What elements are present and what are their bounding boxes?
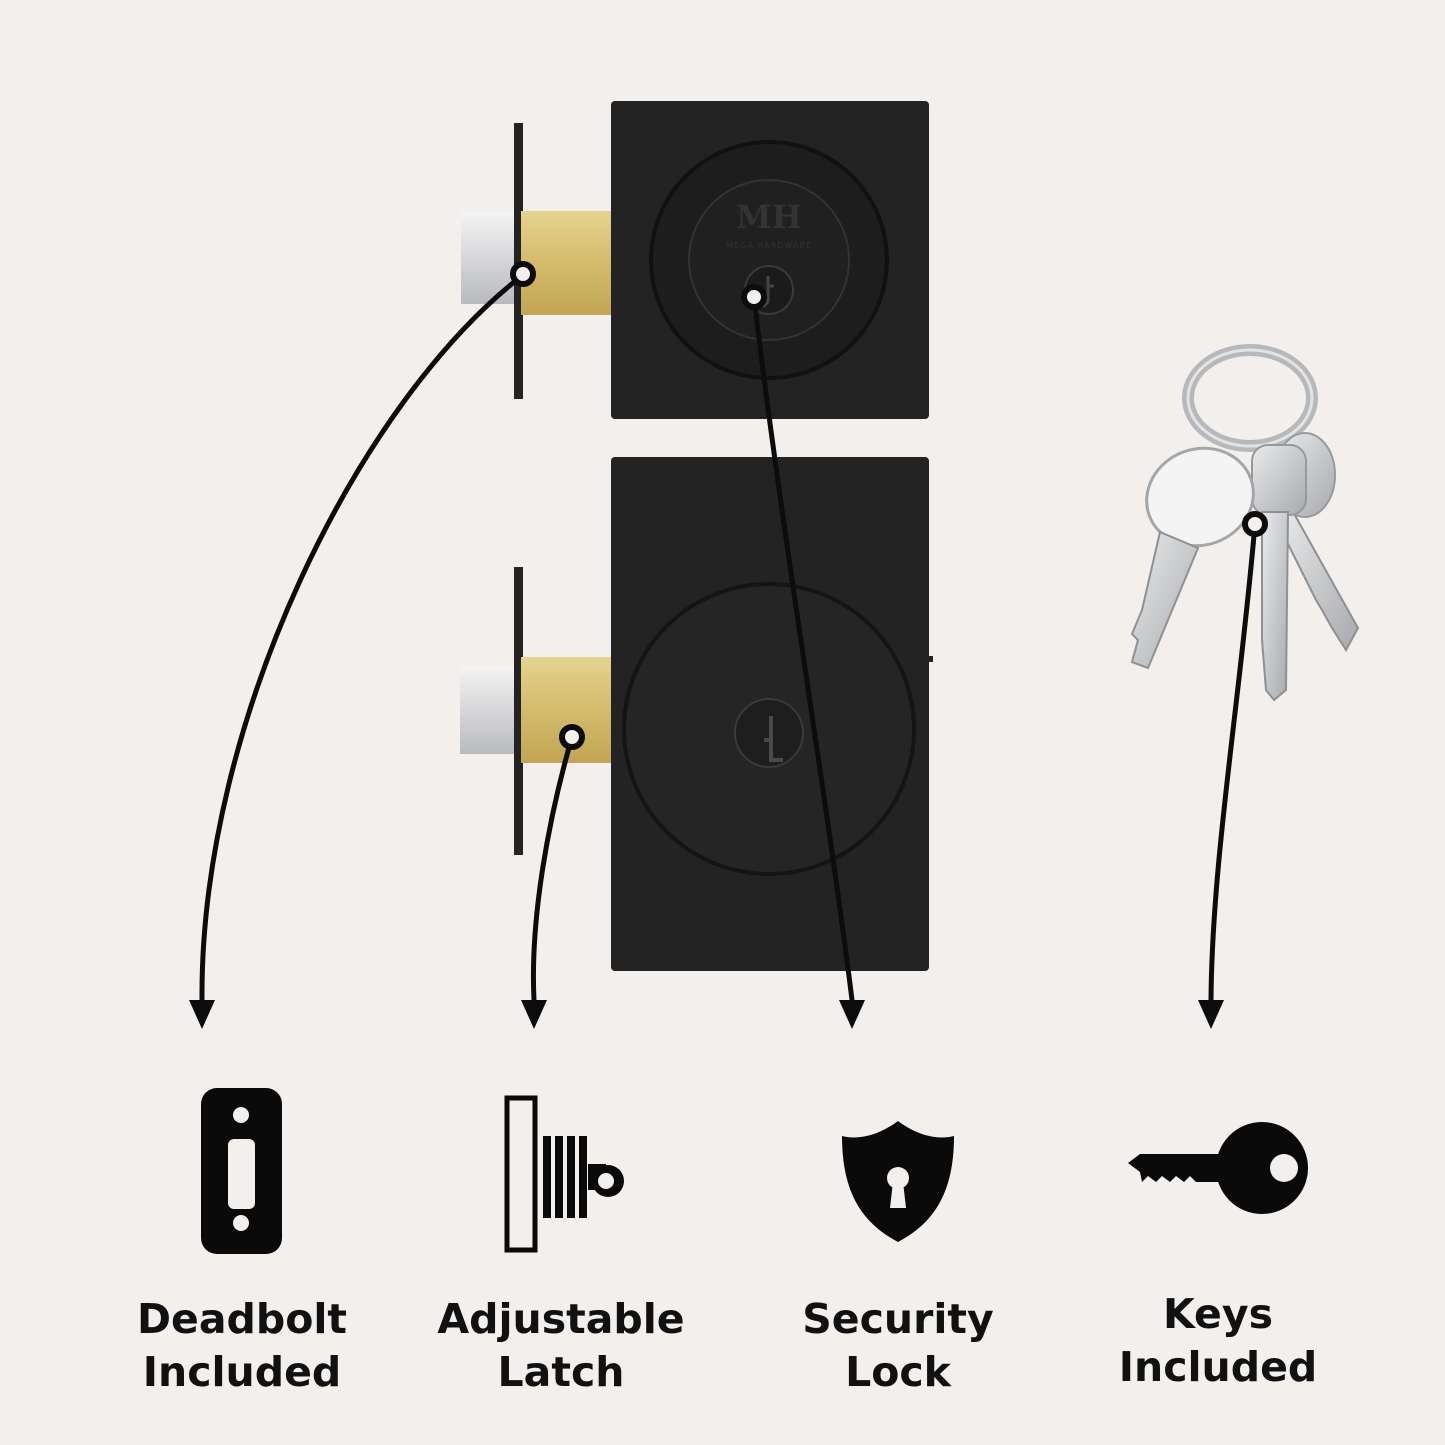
knob-keyway [764,716,783,762]
feature-security-line1: Security [802,1295,994,1343]
callout-arrowheads [189,1000,1224,1029]
feature-latch-line1: Adjustable [437,1295,685,1343]
callout-dots [510,261,1268,750]
key-left [1130,446,1255,670]
strike-plate-icon [201,1088,282,1254]
feature-security-line2: Lock [845,1348,951,1396]
feature-deadbolt-line2: Included [142,1348,342,1396]
latch-assembly [460,457,933,971]
key-icon [1128,1122,1308,1214]
shield-keyhole-icon [842,1121,954,1242]
callout-latch [530,734,575,1003]
deadbolt-assembly: MH MEGA HARDWARE [461,101,929,419]
callout-security [751,294,855,1003]
feature-latch-line2: Latch [497,1348,625,1396]
callout-lines [199,272,1258,1003]
key-middle [1251,444,1307,702]
latch-mechanism-icon [504,1095,624,1253]
arrowhead-keys [1198,1000,1224,1029]
arrowhead-security [839,1000,865,1029]
brand-monogram: MH [736,198,802,236]
callout-dot-latch [559,724,585,750]
deadbolt-keyway [761,276,774,309]
deadbolt-cylinder-face [688,179,850,341]
feature-label-keys: Keys Included [1068,1288,1368,1394]
callout-dot-deadbolt [510,261,536,287]
feature-label-latch: Adjustable Latch [411,1293,711,1399]
deadbolt-bolt [461,212,521,304]
key-bundle [1130,344,1360,702]
feature-deadbolt-line1: Deadbolt [136,1295,348,1343]
feature-label-security: Security Lock [748,1293,1048,1399]
callout-dot-keys [1242,511,1268,537]
feature-keys-line2: Included [1118,1343,1318,1391]
callout-deadbolt [199,272,526,1003]
feature-label-deadbolt: Deadbolt Included [92,1293,392,1399]
feature-keys-line1: Keys [1163,1290,1273,1338]
latch-faceplate [514,567,523,855]
arrowhead-latch [521,1000,547,1029]
brand-name: MEGA HARDWARE [726,241,812,250]
callout-dot-security [741,284,767,310]
arrowhead-deadbolt [189,1000,215,1029]
latch-bolt [460,666,521,754]
deadbolt-brass-housing [521,211,613,315]
callout-keys [1208,521,1258,1003]
latch-side-notch [927,656,933,662]
deadbolt-faceplate [514,123,523,399]
